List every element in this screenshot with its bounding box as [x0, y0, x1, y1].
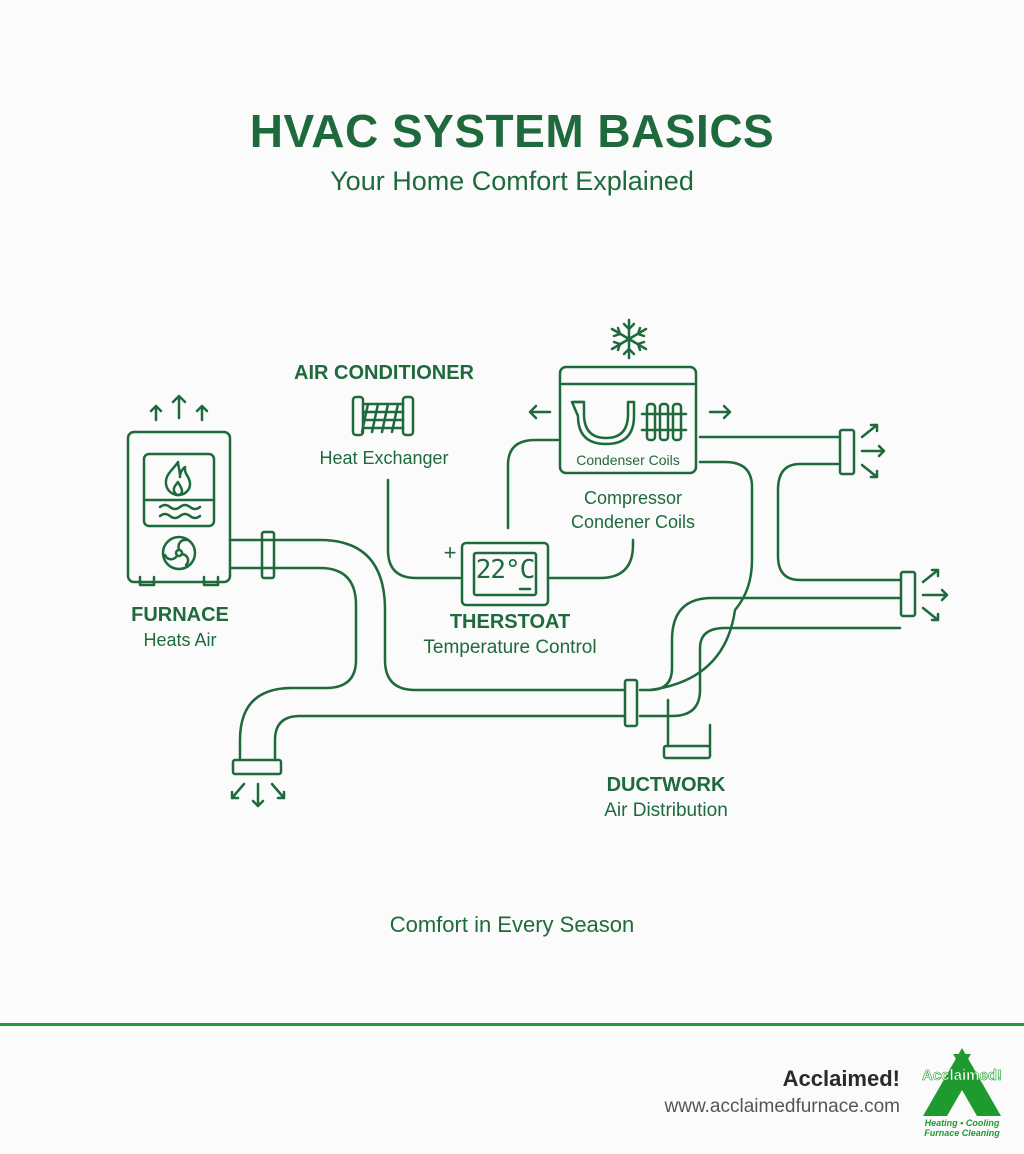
- furnace-title: FURNACE: [131, 604, 229, 626]
- tagline: Comfort in Every Season: [389, 912, 635, 937]
- arrow-left-icon: [528, 404, 552, 420]
- thermostat-title: THERSTOAT: [449, 611, 571, 633]
- logo-tagline: Heating • Cooling Furnace Cleaning: [914, 1118, 1010, 1138]
- hvac-diagram: [126, 318, 949, 808]
- control-wires: [386, 438, 635, 580]
- ac-title: AIR CONDITIONER: [294, 362, 474, 384]
- condenser-unit: [558, 365, 698, 475]
- page-title: HVAC SYSTEM BASICS: [249, 105, 775, 157]
- logo-tagline-2: Furnace Cleaning: [924, 1128, 1000, 1138]
- footer-brand: Acclaimed! www.acclaimedfurnace.com: [665, 1066, 900, 1118]
- thermostat-unit: [460, 541, 550, 607]
- heat-exchanger-icon: [351, 395, 415, 437]
- ductwork-title: DUCTWORK: [606, 774, 726, 796]
- waves-icon: [158, 503, 202, 520]
- page-subtitle: Your Home Comfort Explained: [330, 166, 694, 196]
- brand-url[interactable]: www.acclaimedfurnace.com: [664, 1096, 900, 1117]
- thermostat-display: 22°C: [475, 555, 536, 585]
- thermostat-subtitle: Temperature Control: [423, 637, 597, 658]
- furnace-subtitle: Heats Air: [143, 630, 217, 650]
- snowflake-icon: [610, 318, 648, 360]
- condenser-line-2: Condener Coils: [570, 512, 696, 532]
- acclaimed-logo: Acclaimed!: [922, 1048, 1002, 1116]
- flame-icon: [164, 460, 192, 497]
- condenser-line-1: Compressor: [583, 488, 683, 508]
- fan-icon: [161, 535, 197, 571]
- logo-tagline-1: Heating • Cooling: [924, 1118, 1000, 1128]
- condenser-panel-label: Condenser Coils: [576, 452, 680, 468]
- thermostat-plus-icon: +: [443, 540, 457, 565]
- ac-subtitle: Heat Exchanger: [319, 448, 449, 468]
- arrow-right-icon: [708, 404, 732, 420]
- arrow-up-icon: [149, 394, 209, 422]
- furnace-unit: [126, 430, 232, 587]
- logo-wordmark: Acclaimed!: [922, 1067, 1002, 1084]
- ductwork-subtitle: Air Distribution: [604, 800, 728, 821]
- brand-name: Acclaimed!: [782, 1066, 900, 1091]
- footer-divider: [0, 1023, 1024, 1026]
- ductwork-pipes: [228, 428, 917, 776]
- vent-arrow-icon: [230, 423, 949, 808]
- coil-icon: [640, 402, 688, 442]
